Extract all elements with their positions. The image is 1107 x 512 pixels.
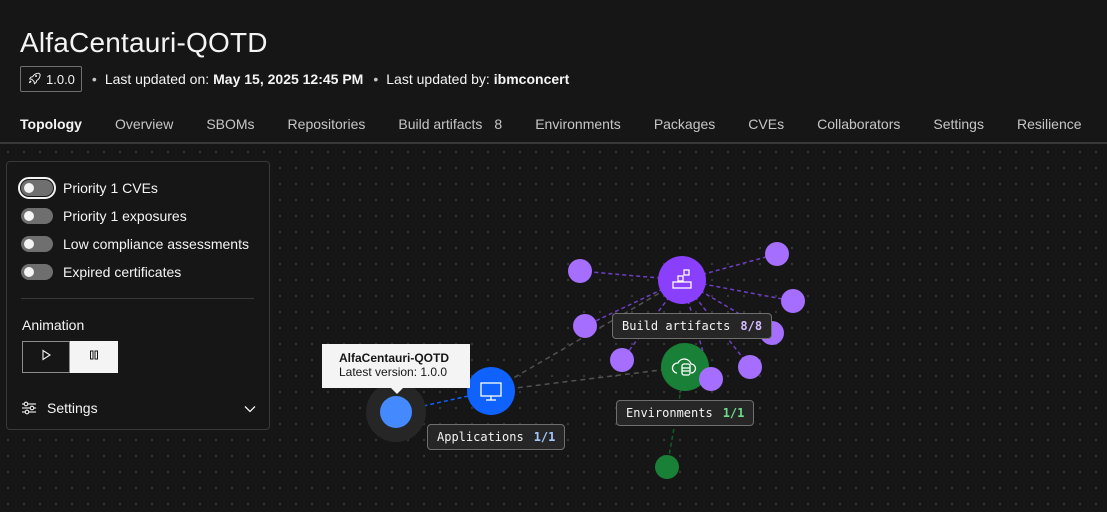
tab-build-artifacts[interactable]: Build artifacts 8 xyxy=(381,104,518,144)
tab-label: Overview xyxy=(114,116,174,132)
environments-label[interactable]: Environments 1/1 xyxy=(616,400,755,426)
separator: • xyxy=(373,71,379,87)
tab-resilience[interactable]: Resilience xyxy=(1000,104,1098,144)
version-value: 1.0.0 xyxy=(46,71,75,87)
tab-packages[interactable]: Packages xyxy=(637,104,731,144)
toggle-priority-1-exposures[interactable]: Priority 1 exposures xyxy=(21,206,187,226)
tab-label: Collaborators xyxy=(817,116,901,132)
tab-label: Resilience xyxy=(1016,116,1082,132)
toggle-label: Expired certificates xyxy=(63,264,182,280)
build-artifacts-hub-node[interactable] xyxy=(658,256,706,304)
tab-repositories[interactable]: Repositories xyxy=(271,104,382,144)
node-tooltip: AlfaCentauri-QOTD Latest version: 1.0.0 xyxy=(322,344,470,394)
tab-sboms[interactable]: SBOMs xyxy=(189,104,270,144)
artifact-node[interactable] xyxy=(610,348,634,372)
toggle-label: Priority 1 CVEs xyxy=(63,180,158,196)
animation-controls xyxy=(22,341,118,373)
applications-hub-node[interactable] xyxy=(467,367,515,415)
tab-topology[interactable]: Topology xyxy=(0,104,98,146)
page-header: AlfaCentauri-QOTD 1.0.0 • Last updated o… xyxy=(0,0,1107,146)
toggle-label: Low compliance assessments xyxy=(63,236,249,252)
artifact-node[interactable] xyxy=(699,367,723,391)
toggle-switch[interactable] xyxy=(21,208,53,224)
tab-settings[interactable]: Settings xyxy=(916,104,1000,144)
separator: • xyxy=(91,71,97,87)
tab-count-badge: 8 xyxy=(494,116,503,132)
version-tag: 1.0.0 xyxy=(20,66,82,92)
node-count: 8/8 xyxy=(740,319,763,333)
toggle-expired-certificates[interactable]: Expired certificates xyxy=(21,262,181,282)
animation-label: Animation xyxy=(22,317,85,333)
artifact-node[interactable] xyxy=(568,259,592,283)
toggle-switch[interactable] xyxy=(21,264,53,280)
applications-label[interactable]: Applications 1/1 xyxy=(427,424,566,450)
divider xyxy=(21,298,254,299)
play-button[interactable] xyxy=(22,341,70,373)
last-updated-by-label: Last updated by: xyxy=(386,71,490,87)
tab-environments[interactable]: Environments xyxy=(518,104,637,144)
tooltip-subtitle: Latest version: 1.0.0 xyxy=(339,365,448,379)
pause-button[interactable] xyxy=(70,341,118,373)
toggle-switch[interactable] xyxy=(21,236,53,252)
toggle-label: Priority 1 exposures xyxy=(63,208,187,224)
settings-accordion[interactable]: Settings xyxy=(21,398,256,418)
node-label-text: Environments xyxy=(626,406,713,420)
rocket-icon xyxy=(27,71,41,88)
tab-label: Topology xyxy=(20,116,82,132)
tab-label: Environments xyxy=(535,116,621,132)
toggle-priority-1-cves[interactable]: Priority 1 CVEs xyxy=(18,177,158,199)
toggle-switch[interactable] xyxy=(18,177,56,199)
tab-cves[interactable]: CVEs xyxy=(731,104,800,144)
last-updated-by-value: ibmconcert xyxy=(493,71,570,87)
last-updated-on-value: May 15, 2025 12:45 PM xyxy=(213,71,364,87)
tab-overview[interactable]: Overview xyxy=(98,104,189,144)
artifact-node[interactable] xyxy=(781,289,805,313)
tooltip-title: AlfaCentauri-QOTD xyxy=(339,351,450,365)
tab-collaborators[interactable]: Collaborators xyxy=(800,104,916,144)
tab-bar: Topology Overview SBOMs Repositories Bui… xyxy=(0,104,1107,146)
artifact-node[interactable] xyxy=(765,242,789,266)
page-title: AlfaCentauri-QOTD xyxy=(20,27,268,58)
tab-label: Packages xyxy=(653,116,716,132)
chevron-down-icon xyxy=(244,400,256,416)
environments-hub-node[interactable] xyxy=(661,343,709,391)
environment-leaf-node[interactable] xyxy=(655,455,679,479)
sliders-icon xyxy=(21,401,37,415)
artifact-node[interactable] xyxy=(738,355,762,379)
root-application-node[interactable] xyxy=(366,382,426,442)
node-count: 1/1 xyxy=(533,430,556,444)
tab-label: Build artifacts xyxy=(398,116,483,132)
node-label-text: Applications xyxy=(437,430,524,444)
play-icon xyxy=(40,348,52,366)
tab-label: Settings xyxy=(933,116,984,132)
filter-panel: Priority 1 CVEs Priority 1 exposures Low… xyxy=(6,161,270,430)
last-updated-on-label: Last updated on: xyxy=(104,71,210,87)
cloud-database-icon xyxy=(671,358,697,376)
pause-icon xyxy=(88,348,100,366)
node-label-text: Build artifacts xyxy=(622,319,731,333)
application-icon xyxy=(480,382,502,401)
settings-label: Settings xyxy=(47,400,98,416)
tab-label: Repositories xyxy=(287,116,366,132)
tab-label: CVEs xyxy=(748,116,785,132)
tab-label: SBOMs xyxy=(206,116,255,132)
node-count: 1/1 xyxy=(722,406,745,420)
artifact-node[interactable] xyxy=(573,314,597,338)
artifact-box-icon xyxy=(672,269,692,289)
build-artifacts-label[interactable]: Build artifacts 8/8 xyxy=(612,313,773,339)
meta-row: 1.0.0 • Last updated on: May 15, 2025 12… xyxy=(20,66,569,92)
toggle-low-compliance-assessments[interactable]: Low compliance assessments xyxy=(21,234,249,254)
